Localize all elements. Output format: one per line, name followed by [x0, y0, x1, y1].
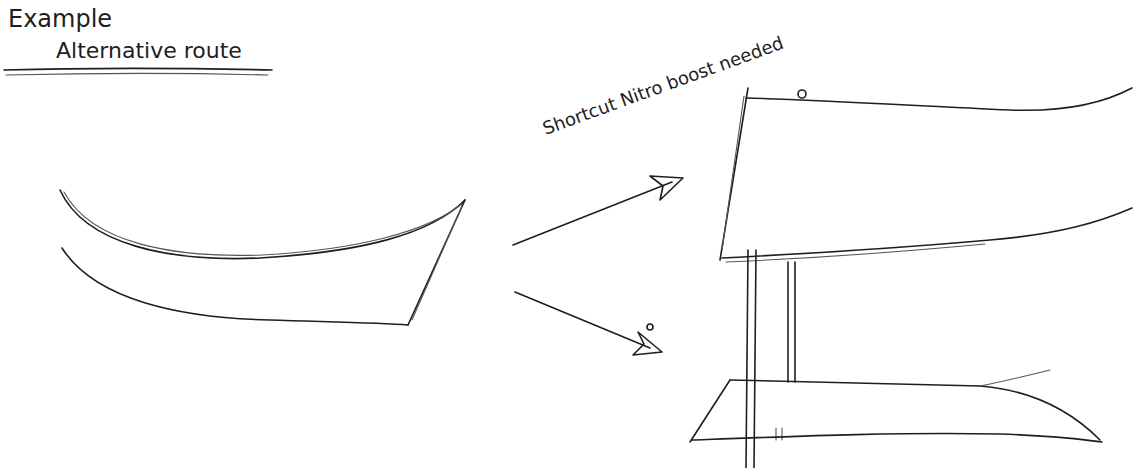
underline [4, 69, 272, 71]
support-post [787, 262, 789, 382]
road-edge [722, 208, 1132, 258]
support-post [794, 262, 796, 382]
arrow-line [513, 182, 672, 245]
road-end [722, 96, 744, 250]
road-end [408, 200, 465, 325]
subheading: Alternative route [56, 38, 242, 63]
underline [6, 74, 268, 76]
road-edge [980, 370, 1050, 386]
road-edge [692, 433, 1102, 442]
road-edge [60, 190, 465, 259]
road-edge [746, 88, 1132, 110]
support-post [746, 250, 748, 468]
arrow-tip [647, 324, 653, 330]
support-post [754, 250, 756, 468]
road-marker [798, 90, 806, 98]
road-end [690, 380, 730, 442]
arrow-head [650, 176, 683, 200]
support-mark [776, 428, 782, 440]
heading: Example [8, 6, 112, 34]
road-end [720, 88, 748, 260]
note: Shortcut Nitro boost needed [540, 33, 786, 140]
arrow-head [633, 332, 662, 355]
road-edge [64, 192, 463, 255]
road-end [412, 206, 462, 320]
arrow-line [515, 292, 650, 348]
road-edge [62, 248, 408, 325]
road-edge [726, 244, 985, 262]
road-edge [730, 380, 1100, 440]
